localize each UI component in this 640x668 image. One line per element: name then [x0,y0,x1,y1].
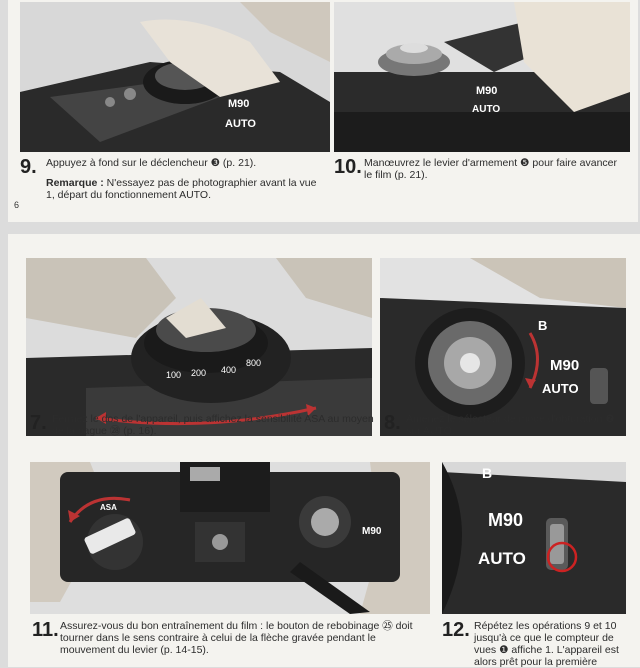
step8-caption: 8. Amenez le sélecteur de mode d'obturat… [384,413,628,437]
step10-number: 10. [334,156,362,178]
step11-photo: ASA M90 [30,462,430,614]
asa-800-label: 800 [246,358,261,368]
step11-number: 11. [32,619,59,641]
step10-m90-label: M90 [476,85,497,97]
bottom-manual-page: 100 200 400 800 B M90 AUTO 7. Fermez le … [8,234,640,668]
step10-camera-illustration: M90 AUTO [334,2,630,152]
step12-number: 12. [442,619,470,641]
step11-m90-label: M90 [362,526,382,537]
step9-caption: 9. Appuyez à fond sur le déclencheur ❸ (… [20,157,320,201]
step9-camera-illustration: M90 AUTO [20,2,330,152]
step9-remark: Remarque : N'essayez pas de photographie… [46,177,320,201]
step8-text: Amenez le sélecteur de mode d'obturation… [406,413,615,437]
step12-auto-label: AUTO [478,549,526,568]
step9-remark-text: N'essayez pas de photographier avant la … [46,177,317,201]
step8-number: 8. [384,412,401,434]
asa-100-label: 100 [166,370,181,380]
step12-b-label: B [482,465,492,481]
asa-400-label: 400 [221,365,236,375]
step7-photo: 100 200 400 800 [26,258,372,436]
step11-asa-label: ASA [100,503,117,512]
page-number: 6 [14,200,20,210]
step10-caption: 10. Manœuvrez le levier d'armement ❺ pou… [334,157,626,181]
step7-camera-illustration: 100 200 400 800 [26,258,372,436]
step9-m90-label: M90 [228,98,249,110]
step7-text: Fermez le dos de l'appareil, puis affich… [52,413,374,437]
step7-caption: 7. Fermez le dos de l'appareil, puis aff… [30,413,376,437]
step8-b-label: B [538,318,547,333]
step10-auto-label: AUTO [472,104,500,115]
step9-text: Appuyez à fond sur le déclencheur ❸ (p. … [46,157,257,169]
step8-photo: B M90 AUTO [380,258,626,436]
step11-camera-illustration: ASA M90 [30,462,430,614]
step10-photo: M90 AUTO [334,2,630,152]
step8-m90-label: M90 [550,357,579,374]
step8-auto-label: AUTO [542,381,579,396]
step8-camera-illustration: B M90 AUTO [380,258,626,436]
step9-auto-label: AUTO [225,118,256,130]
top-manual-page: M90 AUTO M90 AUTO 9. Appuyez à fond sur … [8,0,638,222]
step9-photo: M90 AUTO [20,2,330,152]
step9-number: 9. [20,156,37,178]
step11-text: Assurez-vous du bon entraînement du film… [60,620,413,656]
step9-remark-label: Remarque : [46,177,104,189]
step12-m90-label: M90 [488,510,523,530]
step12-text: Répétez les opérations 9 et 10 jusqu'à c… [474,620,619,668]
step12-caption: 12. Répétez les opérations 9 et 10 jusqu… [442,620,628,668]
step10-text: Manœuvrez le levier d'armement ❺ pour fa… [364,157,618,181]
step11-caption: 11. Assurez-vous du bon entraînement du … [32,620,430,656]
step12-photo: B M90 AUTO [442,462,626,614]
asa-200-label: 200 [191,368,206,378]
step12-camera-illustration: B M90 AUTO [442,462,626,614]
step7-number: 7. [30,412,47,434]
